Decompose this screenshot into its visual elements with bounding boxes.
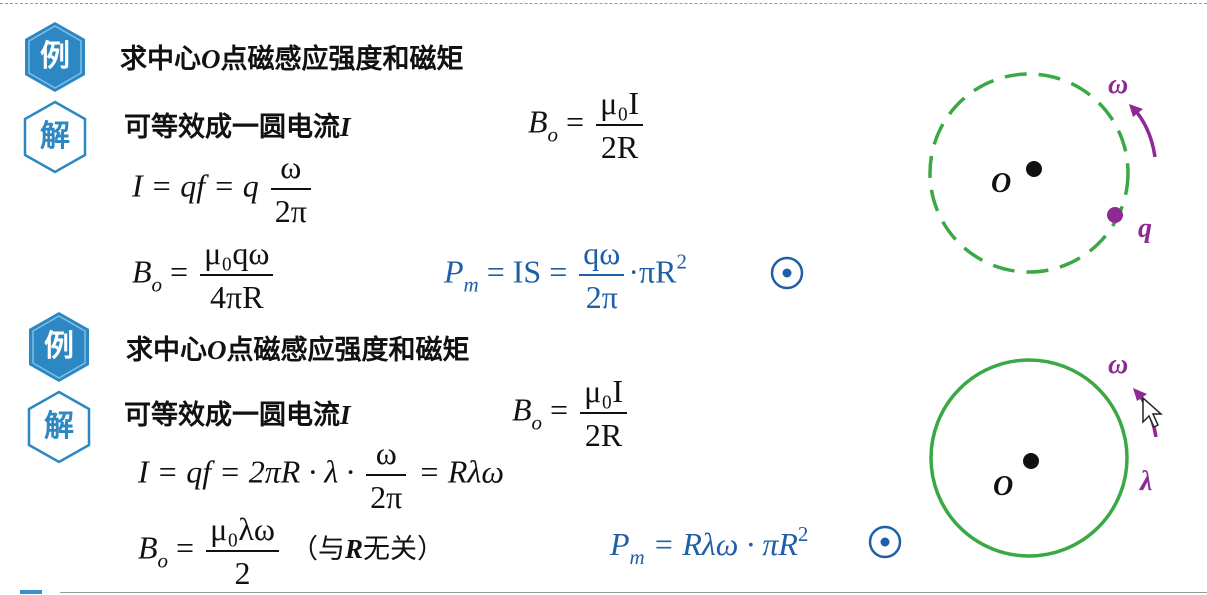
title-text: 点磁感应强度和磁矩	[226, 335, 470, 366]
hexagon-icon	[29, 312, 89, 382]
rotation-arrow	[1133, 108, 1157, 158]
problem-1-title: 求中心O点磁感应强度和磁矩	[120, 37, 464, 76]
Bo-numerator: μ₀I	[596, 84, 644, 126]
example-badge-2: 例	[26, 310, 92, 384]
omega-label: ω	[1108, 349, 1128, 380]
title-text: 求中心	[126, 335, 207, 366]
solution-badge-2: 解	[26, 390, 92, 464]
problem-2-moment-formula: Pm = Rλω · πR2	[610, 522, 809, 569]
hexagon-outline-icon	[27, 390, 91, 464]
current-lhs: I = qf = q	[132, 167, 259, 204]
title-point-O: O	[207, 335, 227, 365]
circuit-text: 可等效成一圆电流	[124, 400, 340, 431]
top-divider	[0, 3, 1207, 4]
independence-note: （与R无关）	[290, 534, 444, 566]
current-rhs: = Rλω	[418, 453, 504, 490]
circuit-text: 可等效成一圆电流	[124, 112, 340, 143]
problem-2-circuit-text: 可等效成一圆电流I	[124, 393, 351, 432]
example-badge-label: 例	[40, 39, 70, 74]
center-label: O	[991, 168, 1011, 199]
density-label: λ	[1139, 466, 1152, 497]
current-denominator: 2π	[274, 193, 307, 229]
Bo-denominator: 2R	[600, 129, 639, 165]
problem-2-figure: O λ ω	[929, 349, 1163, 558]
example-badge-label: 例	[44, 329, 74, 364]
out-of-page-direction-icon	[770, 256, 804, 290]
Bo-denominator: 2R	[584, 417, 623, 453]
out-of-page-direction-icon	[868, 525, 902, 559]
current-numerator: ω	[270, 148, 311, 190]
center-point	[1023, 453, 1039, 469]
current-denominator: 2π	[370, 479, 403, 515]
problem-1-figure: O q ω	[928, 69, 1157, 274]
bottom-divider	[60, 592, 1207, 593]
charge-dot	[1107, 207, 1123, 223]
mouse-cursor-icon	[1142, 396, 1163, 429]
solution-badge-label: 解	[40, 119, 70, 154]
current-lhs: I = qf = 2πR · λ ·	[138, 453, 355, 490]
hexagon-icon	[25, 22, 85, 92]
problem-2-title: 求中心O点磁感应强度和磁矩	[126, 328, 470, 367]
B-numerator: μ₀λω	[206, 510, 279, 552]
title-text: 点磁感应强度和磁矩	[220, 44, 464, 75]
omega-label: ω	[1108, 69, 1128, 100]
center-point	[1026, 161, 1042, 177]
current-symbol: I	[340, 400, 351, 430]
B-numerator: μ₀qω	[200, 234, 274, 276]
title-text: 求中心	[120, 44, 201, 75]
problem-1-circuit-text: 可等效成一圆电流I	[124, 105, 351, 144]
arrowhead-icon	[1129, 104, 1143, 117]
current-symbol: I	[340, 112, 351, 142]
Bo-numerator: μ₀I	[580, 372, 628, 414]
dashed-orbit-circle	[928, 72, 1130, 274]
moment-middle: = IS =	[486, 253, 568, 290]
solution-badge-label: 解	[44, 409, 74, 444]
moment-numerator: qω	[579, 234, 625, 276]
B-denominator: 2	[234, 555, 251, 591]
moment-tail: ·πR	[628, 253, 677, 290]
title-point-O: O	[201, 44, 221, 74]
example-badge-1: 例	[22, 20, 88, 94]
charge-label: q	[1138, 213, 1152, 244]
current-numerator: ω	[366, 434, 407, 476]
B-denominator: 4πR	[210, 279, 264, 315]
slide-progress-marker	[20, 590, 42, 594]
hexagon-outline-icon	[23, 100, 87, 174]
solution-badge-1: 解	[22, 100, 88, 174]
arrowhead-icon	[1133, 388, 1147, 401]
charged-ring-circle	[929, 358, 1129, 558]
moment-rhs: = Rλω · πR	[652, 526, 798, 562]
center-label: O	[993, 471, 1013, 502]
moment-denominator: 2π	[585, 279, 618, 315]
